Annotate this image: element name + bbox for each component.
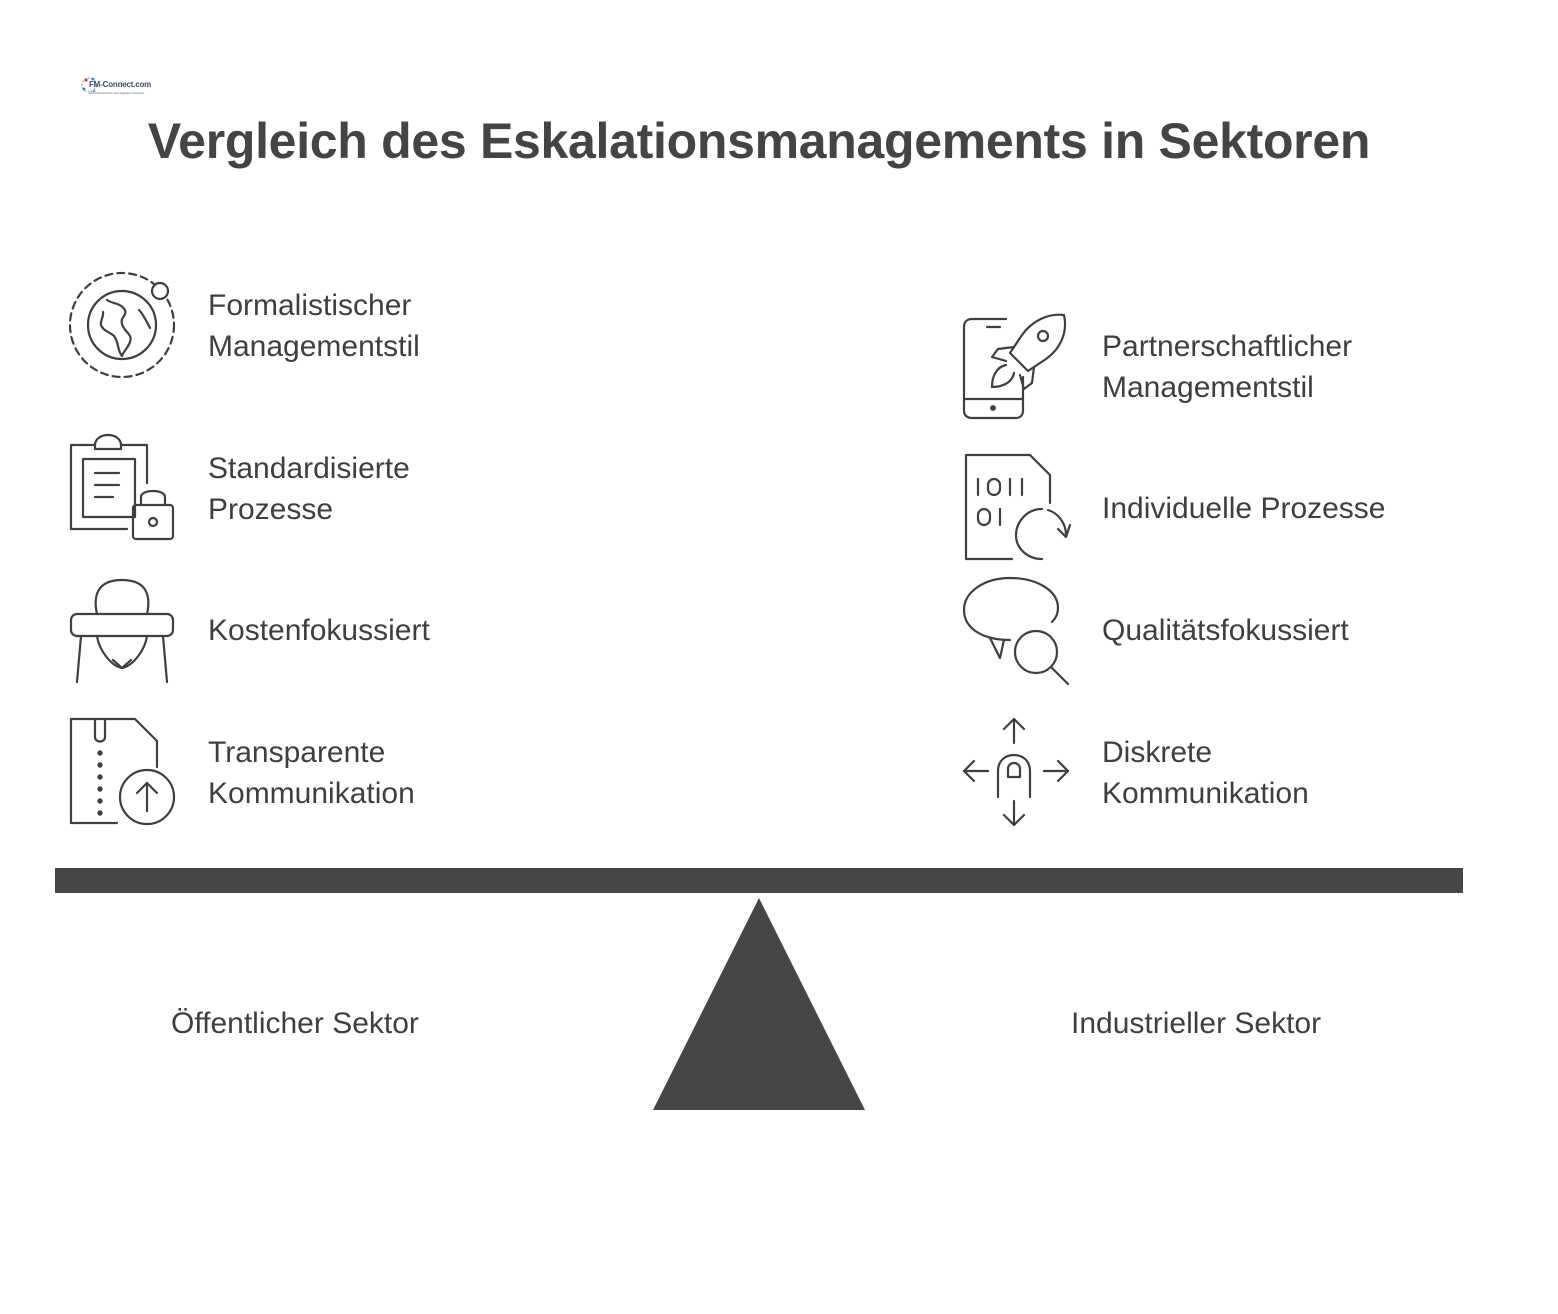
label-standardisierte-prozesse: Standardisierte Prozesse <box>208 448 410 530</box>
binary-file-refresh-icon <box>962 453 1072 563</box>
label-line1: Kostenfokussiert <box>208 614 430 647</box>
globe-icon <box>67 270 177 380</box>
label-partnerschaftlicher-managementstil: Partnerschaftlicher Managementstil <box>1102 326 1352 408</box>
label-line1: Standardisierte <box>208 452 410 485</box>
label-line2: Managementstil <box>208 330 420 363</box>
sector-label-industrial: Industrieller Sektor <box>1071 1007 1322 1040</box>
touch-arrows-icon <box>962 717 1072 827</box>
label-line2: Prozesse <box>208 493 334 526</box>
label-line1: Qualitätsfokussiert <box>1102 614 1349 647</box>
logo-text: FM-Connect.com <box>89 80 152 89</box>
label-qualitaetsfokussiert: Qualitätsfokussiert <box>1102 610 1349 651</box>
fm-connect-logo: FM-Connect.com Das FM-Netzwerk und digit… <box>80 72 151 102</box>
label-line1: Transparente <box>208 736 386 769</box>
phone-rocket-icon <box>962 311 1072 421</box>
label-line1: Individuelle Prozesse <box>1102 492 1386 525</box>
high-chair-icon <box>67 576 177 686</box>
label-line1: Formalistischer <box>208 289 412 322</box>
file-upload-icon <box>67 717 177 827</box>
label-individuelle-prozesse: Individuelle Prozesse <box>1102 488 1386 529</box>
clipboard-lock-icon <box>67 433 177 543</box>
label-line2: Kommunikation <box>208 777 415 810</box>
label-kostenfokussiert: Kostenfokussiert <box>208 610 430 651</box>
label-transparente-kommunikation: Transparente Kommunikation <box>208 732 415 814</box>
label-formalistischer-managementstil: Formalistischer Managementstil <box>208 285 420 367</box>
logo-subtext: Das FM-Netzwerk und digitales Netzwerk <box>89 91 145 95</box>
label-line2: Managementstil <box>1102 371 1314 404</box>
sector-label-public: Öffentlicher Sektor <box>171 1007 419 1040</box>
label-line1: Partnerschaftlicher <box>1102 330 1353 363</box>
chat-search-icon <box>962 576 1072 686</box>
seesaw-fulcrum <box>652 897 866 1116</box>
label-diskrete-kommunikation: Diskrete Kommunikation <box>1102 732 1309 814</box>
label-line1: Diskrete <box>1102 736 1213 769</box>
label-line2: Kommunikation <box>1102 777 1309 810</box>
page-title: Vergleich des Eskalationsmanagements in … <box>147 113 1371 169</box>
seesaw-beam <box>55 868 1463 893</box>
